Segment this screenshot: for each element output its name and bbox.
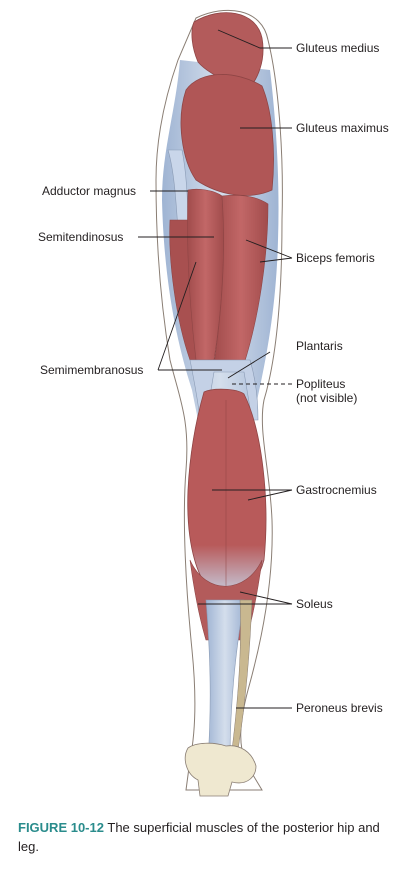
leader-plantaris xyxy=(227,351,271,379)
leader-lines xyxy=(138,29,293,709)
gastrocnemius-shape xyxy=(187,388,267,598)
label-popliteus: Popliteus xyxy=(296,377,346,391)
biceps-femoris-shape xyxy=(213,194,269,365)
label-biceps-femoris: Biceps femoris xyxy=(296,251,375,265)
label-adductor-magnus: Adductor magnus xyxy=(42,184,137,198)
caption-text: The superficial muscles of the posterior… xyxy=(18,820,380,854)
label-gluteus-medius: Gluteus medius xyxy=(296,41,380,55)
posterior-leg-illustration xyxy=(138,9,293,797)
label-gastrocnemius: Gastrocnemius xyxy=(296,483,377,497)
leg-outline xyxy=(155,9,283,791)
leader-soleus xyxy=(198,591,293,605)
leader-semimembranosus xyxy=(157,261,222,371)
figure-number: FIGURE 10-12 xyxy=(18,820,104,835)
leader-gastrocnemius xyxy=(212,489,293,501)
leader-biceps-femoris xyxy=(245,239,293,263)
label-popliteus-note: (not visible) xyxy=(296,391,358,405)
heel-bone xyxy=(184,742,257,797)
label-semitendinosus: Semitendinosus xyxy=(38,230,124,244)
label-semimembranosus: Semimembranosus xyxy=(40,363,144,377)
label-soleus: Soleus xyxy=(296,597,333,611)
figure-caption: FIGURE 10-12 The superficial muscles of … xyxy=(18,818,398,856)
leader-gluteus-medius xyxy=(217,29,292,49)
label-peroneus-brevis: Peroneus brevis xyxy=(296,701,383,715)
label-gluteus-maximus: Gluteus maximus xyxy=(296,121,389,135)
gluteus-maximus-shape xyxy=(180,74,274,196)
label-plantaris: Plantaris xyxy=(296,339,343,353)
